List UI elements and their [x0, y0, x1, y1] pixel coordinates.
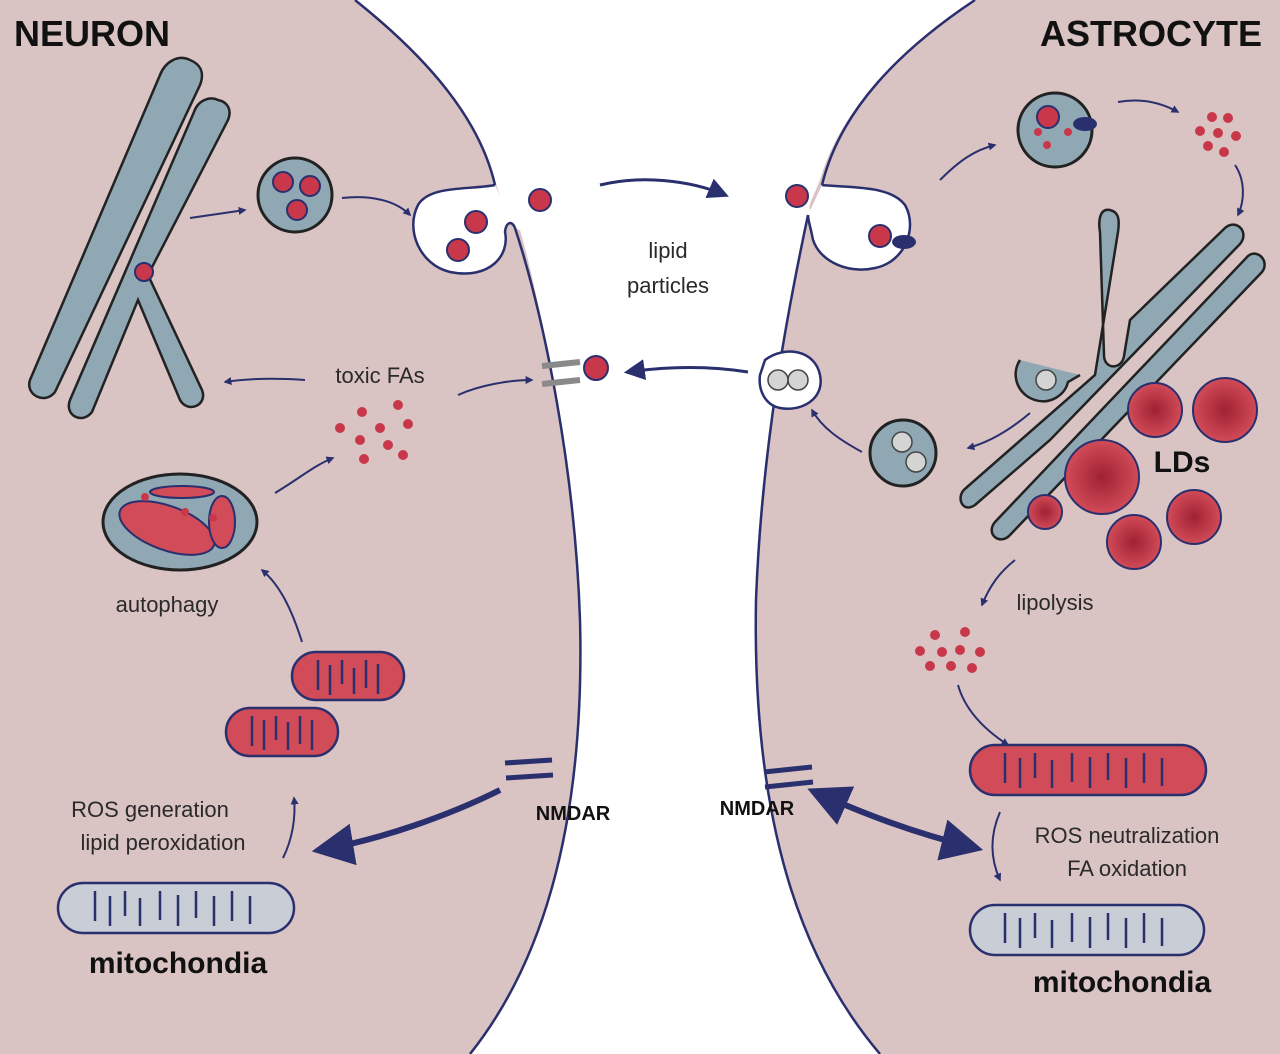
ros-neutralization-label: ROS neutralization	[1035, 823, 1220, 848]
neuron-er	[27, 56, 231, 420]
neuron-lipid-vesicle	[256, 156, 334, 234]
astrocyte-fa-dots-bottom	[915, 627, 985, 673]
lds-label: LDs	[1154, 446, 1211, 479]
neuron-title: NEURON	[14, 13, 170, 54]
neuron-damaged-mitochondria	[224, 650, 406, 758]
neuron-nmdar-arrow	[311, 787, 502, 866]
autophagy-label: autophagy	[116, 592, 219, 617]
neuron-nmdar	[504, 757, 554, 781]
astrocyte-membrane	[820, 0, 976, 186]
autophagosome	[101, 472, 259, 572]
lipolysis-label: lipolysis	[1016, 590, 1093, 615]
astrocyte-fa-dots-top	[1195, 112, 1241, 157]
mitochondia-neuron-label: mitochondia	[89, 947, 268, 980]
astrocyte-nmdar	[763, 764, 814, 790]
neuron-membrane	[354, 0, 497, 186]
lipid-droplets	[1027, 377, 1258, 570]
lipid-particles-label-2: particles	[627, 273, 709, 298]
fa-return-arrow	[623, 359, 749, 381]
astrocyte-active-mitochondria	[968, 743, 1208, 797]
fa-oxidation-label: FA oxidation	[1067, 856, 1187, 881]
toxic-fas-label: toxic FAs	[335, 363, 424, 388]
astrocyte-return-vesicle	[868, 418, 938, 488]
astrocyte-er	[959, 208, 1266, 541]
lipid-transfer-arrow	[599, 178, 729, 199]
astrocyte-mitochondria	[968, 903, 1206, 957]
nmdar-neuron-label: NMDAR	[536, 803, 611, 825]
lipid-peroxidation-label: lipid peroxidation	[80, 830, 245, 855]
astrocyte-fusing-vesicle	[758, 350, 822, 410]
astrocyte-endocytosis-vesicle	[806, 183, 912, 271]
toxic-fa-dots	[335, 400, 413, 464]
ros-generation-label: ROS generation	[71, 797, 229, 822]
astrocyte-title: ASTROCYTE	[1040, 13, 1262, 54]
neuron-mitochondria	[56, 881, 296, 935]
fa-transporter	[541, 355, 609, 387]
astrocyte-lipid-vesicle	[1016, 91, 1097, 169]
nmdar-astrocyte-label: NMDAR	[720, 798, 795, 820]
lipid-particles-label-1: lipid	[648, 238, 687, 263]
astrocyte-nmdar-arrow	[807, 786, 984, 861]
neuron-exocytosis-vesicle	[412, 183, 517, 275]
mitochondia-astrocyte-label: mitochondia	[1033, 966, 1212, 999]
